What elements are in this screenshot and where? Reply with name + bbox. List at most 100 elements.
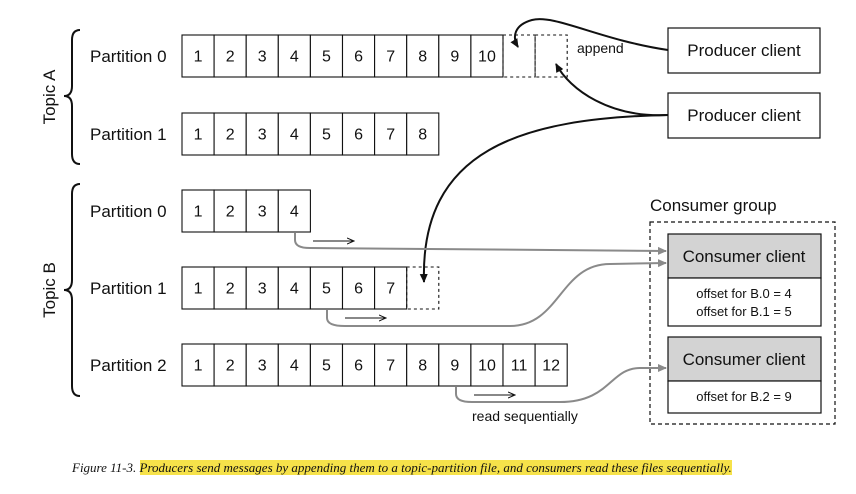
log-cell-offset: 8: [418, 49, 427, 66]
pending-append-cell: [502, 34, 536, 78]
consumer-client-2: Consumer client offset for B.2 = 9: [667, 336, 822, 414]
log-cell: [213, 34, 247, 78]
log-cell-offset: 6: [354, 281, 363, 298]
log-cell: [181, 266, 215, 310]
topic-b-brace: [63, 183, 81, 397]
read-sequentially-label: read sequentially: [472, 408, 578, 424]
log-cell: [438, 343, 472, 387]
log-cell-offset: 3: [258, 204, 267, 221]
log-cell: [277, 189, 311, 233]
log-cell-offset: 11: [511, 358, 528, 375]
log-cell-offset: 4: [290, 127, 299, 144]
log-cell: [245, 112, 279, 156]
read-arrow-b2: [455, 364, 667, 403]
read-arrow-b0: [294, 233, 667, 255]
log-cell-offset: 3: [258, 281, 267, 298]
log-cell-offset: 3: [258, 358, 267, 375]
log-cell-offset: 4: [290, 49, 299, 66]
log-cell: [374, 34, 408, 78]
producer-client-2: Producer client: [667, 92, 821, 139]
figure-caption: Figure 11-3. Producers send messages by …: [72, 460, 832, 476]
consumer-1-offset-b0: offset for B.0 = 4: [696, 286, 792, 301]
log-cell-offset: 7: [386, 281, 395, 298]
log-cell-offset: 1: [194, 204, 203, 221]
read-arrow-b1: [326, 259, 667, 327]
log-cell: [309, 266, 344, 310]
caption-text: Producers send messages by appending the…: [139, 460, 732, 475]
consumer-group-box: [649, 221, 836, 425]
log-cell-offset: 7: [386, 127, 395, 144]
topic-a-brace: [63, 29, 81, 165]
consumer-client-1-label: Consumer client: [683, 247, 806, 266]
log-cell-offset: 10: [478, 49, 496, 66]
log-cell-offset: 2: [226, 127, 235, 144]
log-cell-offset: 2: [226, 204, 235, 221]
log-cell: [309, 343, 344, 387]
log-cell-offset: 3: [258, 127, 267, 144]
log-cell-offset: 4: [290, 204, 299, 221]
log-cell: [470, 34, 504, 78]
partition-label-b1: Partition 1: [90, 279, 167, 298]
partition-label-a0: Partition 0: [90, 47, 167, 66]
log-cell-offset: 6: [354, 49, 363, 66]
log-cell-offset: 8: [418, 127, 427, 144]
consumer-client-1: Consumer client offset for B.0 = 4 offse…: [667, 233, 822, 327]
log-cell: [374, 266, 408, 310]
log-cell: [181, 189, 215, 233]
partition-label-b2: Partition 2: [90, 356, 167, 375]
log-cell: [213, 112, 247, 156]
producer-client-2-label: Producer client: [687, 106, 801, 125]
log-cell: [245, 266, 279, 310]
producer-client-1: Producer client: [667, 27, 821, 74]
consumer-1-offset-b1: offset for B.1 = 5: [696, 304, 792, 319]
log-cell: [374, 343, 408, 387]
log-cell-offset: 1: [194, 358, 203, 375]
log-cell-offset: 1: [194, 127, 203, 144]
partition-label-b0: Partition 0: [90, 202, 167, 221]
log-cell-offset: 8: [418, 358, 427, 375]
log-cell: [341, 343, 376, 387]
log-cell-offset: 5: [322, 358, 331, 375]
producer-1-append-arrow: [510, 18, 669, 51]
log-cell-offset: 4: [290, 281, 299, 298]
partition-label-a1: Partition 1: [90, 125, 167, 144]
log-cell-offset: 9: [450, 49, 459, 66]
pending-append-cell: [406, 266, 440, 310]
consumer-group-label: Consumer group: [650, 196, 777, 215]
log-cell: [438, 34, 472, 78]
log-cell: [213, 189, 247, 233]
log-cell-offset: 7: [386, 49, 395, 66]
log-cell-offset: 12: [542, 358, 560, 375]
producer-2-topic-b-arrow: [419, 114, 669, 283]
pending-append-cell: [534, 34, 568, 78]
producer-client-1-label: Producer client: [687, 41, 801, 60]
append-label: append: [577, 40, 624, 56]
log-cell-offset: 2: [226, 358, 235, 375]
log-cell: [534, 343, 568, 387]
log-cell: [406, 343, 440, 387]
consumer-client-2-label: Consumer client: [683, 350, 806, 369]
log-cell: [341, 34, 376, 78]
log-cell: [245, 189, 279, 233]
log-cell-offset: 1: [194, 281, 203, 298]
log-cell-offset: 9: [450, 358, 459, 375]
log-cell-offset: 3: [258, 49, 267, 66]
log-cell: [406, 112, 440, 156]
producer-2-append-arrow: [555, 63, 669, 117]
log-cell-offset: 6: [354, 358, 363, 375]
log-cell-offset: 7: [386, 358, 395, 375]
log-cell: [374, 112, 408, 156]
log-cell-offset: 2: [226, 49, 235, 66]
log-cell-offset: 5: [322, 127, 331, 144]
log-cell: [181, 34, 215, 78]
log-cell: [245, 34, 279, 78]
log-cell-offset: 2: [226, 281, 235, 298]
log-cell: [406, 34, 440, 78]
caption-prefix: Figure 11-3.: [72, 460, 140, 475]
log-cell-offset: 1: [194, 49, 203, 66]
log-cell-offset: 5: [322, 49, 331, 66]
topic-b-label: Topic B: [40, 262, 59, 318]
log-cell-offset: 6: [354, 127, 363, 144]
